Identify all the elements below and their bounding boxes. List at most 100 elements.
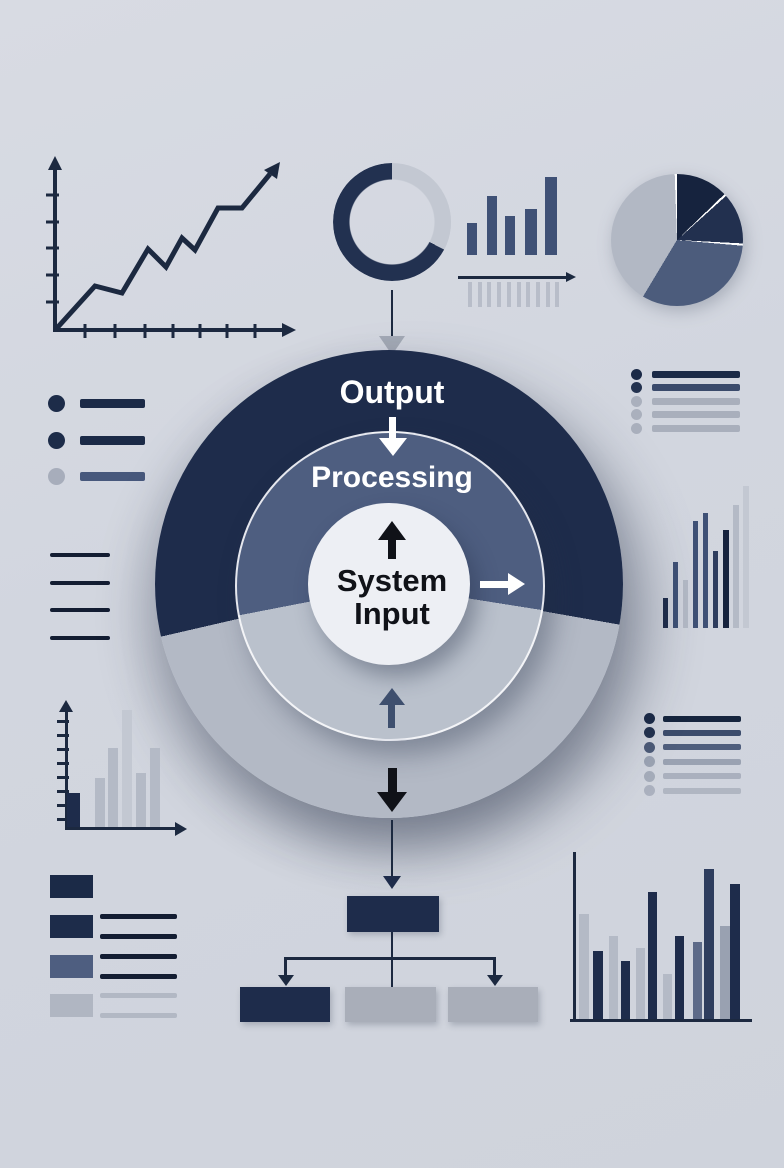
bullet-icon [631,382,642,394]
text-line [50,635,110,640]
list-bar [652,411,740,419]
tick [57,804,69,807]
tick [468,282,472,307]
block-line [100,993,177,999]
block-line [100,913,177,919]
flowchart-branch-line [284,957,495,960]
tick [535,282,540,307]
processing-label: Processing [311,461,473,494]
bar [733,505,739,628]
arrow-up-black-icon [378,521,406,540]
list-bar [663,787,741,794]
list-bar [652,384,740,392]
list-item [631,409,741,421]
bar [704,869,714,1019]
flowchart-mid-box [345,987,436,1022]
list-item [644,785,744,796]
bar [136,773,146,827]
trend-line-chart-icon [46,156,296,338]
flowchart-arrowhead-top-icon [383,876,401,889]
axis-comb-ticks [455,282,565,308]
flowchart-left-drop [284,957,287,977]
y-axis-line [573,852,576,1022]
list-item [48,468,148,485]
bullet-icon [631,409,642,421]
bars [40,700,190,832]
system-input-line1: System [336,563,448,598]
list-bar [80,472,145,481]
bar [150,748,160,827]
text-line [50,553,110,557]
bar [675,936,684,1019]
bullet-list-left [48,395,148,490]
bullet-icon [644,756,655,768]
tick [57,720,69,723]
bullet-icon [644,713,655,724]
arrow-output-to-processing-stem [389,417,396,440]
list-bar [663,773,741,780]
list-bar [663,744,741,751]
block-line [100,973,177,979]
flowchart-arrowhead-left-icon [278,975,294,986]
list-item [48,395,148,412]
arrow-right-white-icon [508,573,525,595]
bar-chart-bottom-right [565,850,757,1022]
list-item [644,727,744,739]
tick [545,282,550,307]
list-bar [80,435,145,445]
bar [122,710,132,827]
bar [683,580,688,628]
bar [505,216,515,255]
bar [720,926,730,1019]
output-label: Output [339,374,445,410]
x-axis-arrowhead-icon [175,821,187,836]
list-item [644,770,744,782]
bar [730,884,740,1019]
block-line [100,953,177,959]
bar [636,948,645,1019]
list-bar [80,399,145,408]
tick [57,748,69,751]
bar [108,748,118,827]
bar [723,530,729,628]
bar [743,486,749,628]
flowchart-left-box [240,987,330,1022]
bullet-icon [644,741,655,753]
sparkline-bars-right [660,485,752,628]
bar [713,551,718,628]
bar [579,914,589,1019]
list-item [631,369,741,380]
flowchart-stem [391,932,393,958]
bar [663,974,672,1019]
connector-donut-to-circle [391,290,393,338]
tick [57,734,69,737]
list-bar [652,371,740,378]
bar [703,513,708,628]
tick [57,818,69,821]
bullet-icon [48,468,65,485]
x-axis-line [570,1019,752,1022]
list-item [48,431,148,449]
tick [516,282,521,307]
block-swatch [50,994,93,1018]
bar-chart-bottom-left [40,700,190,836]
blocks-list-left [50,875,180,1025]
bar [621,961,630,1019]
bullet-icon [644,785,655,796]
list-bar [663,715,741,722]
tick [497,282,502,307]
list-item [631,395,741,407]
arrow-up-slate-stem [388,704,395,728]
x-axis-line [65,827,177,830]
list-item [631,382,741,394]
y-axis-line [65,708,68,830]
list-item [644,741,744,753]
mini-bar-chart-icon [455,170,565,255]
flowchart-mid-drop [391,957,393,988]
arrow-up-slate-icon [379,688,405,705]
mini-bar-chart-axis [458,276,568,279]
flowchart-top-box [347,896,439,932]
list-bar [663,729,741,736]
bar [487,196,497,255]
arrow-down-black-stem [388,768,397,794]
